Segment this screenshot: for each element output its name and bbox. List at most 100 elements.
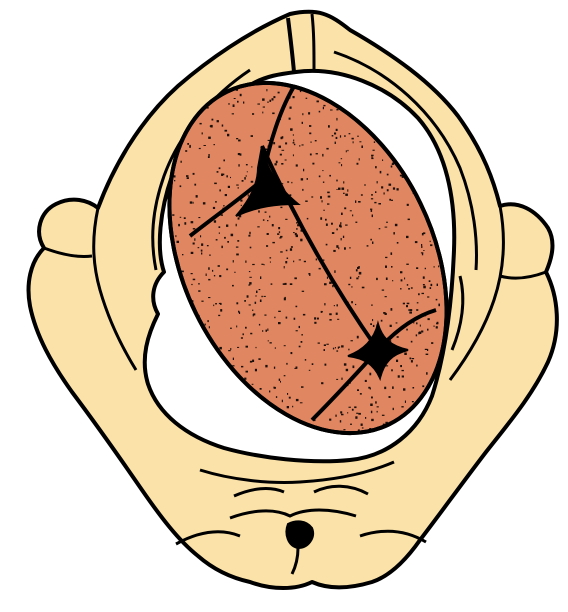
stipple-dot (406, 305, 408, 307)
stipple-dot (225, 194, 227, 196)
stipple-dot (428, 318, 430, 320)
stipple-dot (270, 257, 272, 258)
stipple-dot (232, 113, 234, 114)
stipple-dot (405, 401, 406, 403)
stipple-dot (267, 220, 268, 221)
stipple-dot (436, 323, 438, 325)
stipple-dot (392, 280, 393, 281)
stipple-dot (301, 341, 303, 343)
stipple-dot (365, 380, 367, 382)
stipple-dot (321, 382, 323, 384)
stipple-dot (406, 329, 408, 331)
stipple-dot (391, 369, 393, 371)
stipple-dot (362, 287, 365, 289)
stipple-dot (304, 261, 306, 262)
stipple-dot (377, 181, 378, 183)
stipple-dot (374, 141, 375, 143)
stipple-dot (293, 96, 295, 98)
stipple-dot (336, 313, 338, 315)
stipple-dot (223, 160, 225, 162)
stipple-dot (186, 175, 189, 177)
stipple-dot (348, 349, 349, 351)
stipple-dot (262, 330, 263, 332)
stipple-dot (193, 173, 195, 175)
stipple-dot (290, 248, 292, 251)
stipple-dot (274, 367, 275, 369)
stipple-dot (184, 222, 186, 225)
stipple-dot (401, 279, 403, 281)
stipple-dot (335, 347, 336, 348)
stipple-dot (238, 187, 239, 188)
stipple-dot (219, 275, 221, 277)
stipple-dot (412, 401, 414, 402)
stipple-dot (416, 365, 417, 367)
stipple-dot (351, 301, 353, 303)
stipple-dot (175, 235, 176, 237)
stipple-dot (236, 326, 237, 328)
stipple-dot (306, 98, 308, 99)
stipple-dot (252, 360, 254, 362)
stipple-dot (421, 331, 423, 333)
stipple-dot (309, 370, 311, 371)
stipple-dot (287, 258, 289, 260)
stipple-dot (266, 245, 268, 247)
stipple-dot (277, 233, 279, 235)
stipple-dot (336, 350, 338, 351)
stipple-dot (282, 150, 285, 151)
stipple-dot (416, 309, 418, 311)
stipple-dot (408, 219, 410, 221)
stipple-dot (228, 103, 230, 104)
stipple-dot (425, 349, 427, 350)
stipple-dot (282, 400, 283, 403)
stipple-dot (236, 247, 239, 248)
stipple-dot (352, 215, 353, 217)
stipple-dot (178, 224, 180, 226)
stipple-dot (302, 189, 303, 191)
stipple-dot (218, 315, 220, 316)
stipple-dot (397, 336, 399, 338)
stipple-dot (355, 416, 357, 419)
stipple-dot (236, 224, 237, 227)
stipple-dot (193, 243, 195, 245)
stipple-dot (381, 186, 383, 188)
stipple-dot (316, 153, 318, 154)
stipple-dot (301, 334, 303, 335)
stipple-dot (409, 312, 410, 314)
stipple-dot (230, 177, 231, 178)
stipple-dot (341, 213, 343, 215)
stipple-dot (397, 188, 399, 190)
stipple-dot (219, 189, 221, 191)
stipple-dot (187, 143, 189, 145)
stipple-dot (316, 259, 317, 261)
stipple-dot (391, 166, 393, 168)
stipple-dot (233, 260, 234, 262)
stipple-dot (228, 186, 230, 188)
stipple-dot (231, 234, 234, 237)
stipple-dot (305, 359, 306, 361)
stipple-dot (418, 332, 419, 334)
stipple-dot (350, 424, 352, 425)
stipple-dot (391, 308, 393, 311)
stipple-dot (172, 214, 174, 216)
stipple-dot (320, 196, 322, 199)
stipple-dot (341, 378, 342, 380)
stipple-dot (251, 135, 253, 137)
stipple-dot (386, 222, 388, 223)
stipple-dot (214, 220, 216, 222)
stipple-dot (225, 130, 228, 132)
stipple-dot (300, 402, 303, 403)
stipple-dot (213, 305, 214, 307)
stipple-dot (293, 154, 294, 156)
stipple-dot (299, 346, 301, 348)
stipple-dot (421, 244, 422, 246)
stipple-dot (323, 107, 324, 109)
stipple-dot (384, 387, 386, 389)
stipple-dot (250, 247, 252, 249)
stipple-dot (200, 123, 202, 125)
stipple-dot (212, 270, 213, 272)
stipple-dot (221, 246, 223, 248)
stipple-dot (358, 413, 361, 415)
stipple-dot (336, 118, 337, 121)
stipple-dot (356, 413, 358, 414)
stipple-dot (267, 233, 269, 235)
